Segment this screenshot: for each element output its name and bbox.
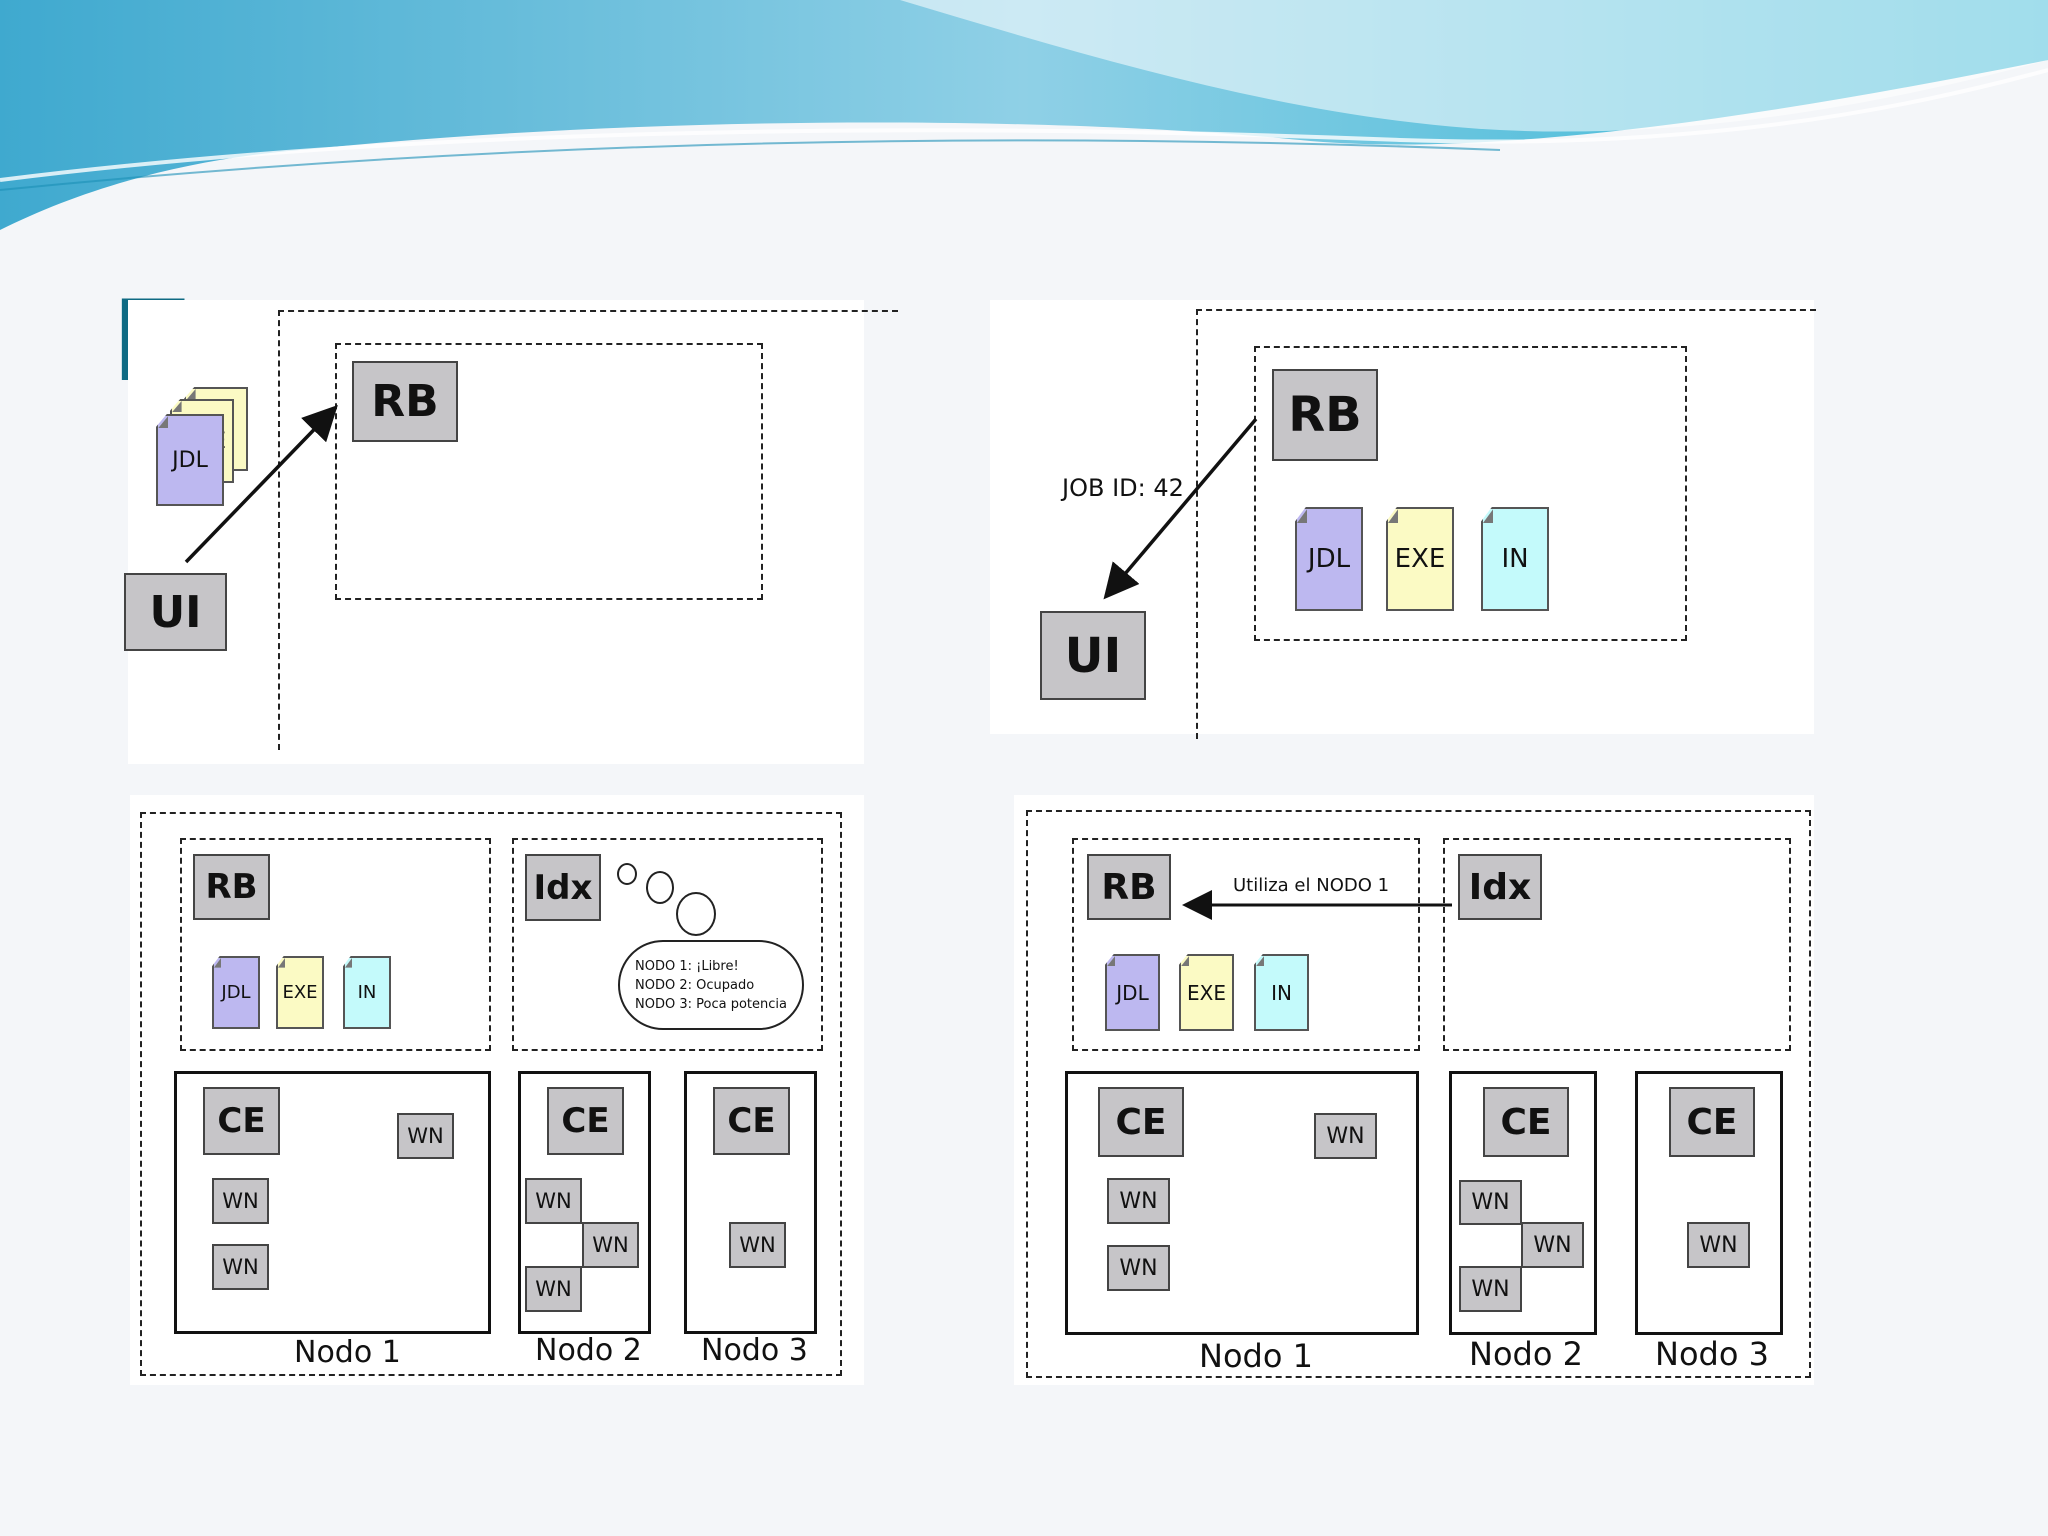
message-label: Utiliza el NODO 1 bbox=[1233, 875, 1390, 896]
idx-box: Idx bbox=[1458, 854, 1542, 920]
grid-boundary bbox=[1026, 810, 1811, 1378]
doc-jdl: JDL bbox=[1105, 954, 1160, 1031]
node-3-label: Nodo 3 bbox=[1655, 1335, 1769, 1373]
job-id-label: JOB ID: 42 bbox=[1062, 474, 1184, 502]
node-2-label: Nodo 2 bbox=[1469, 1335, 1583, 1373]
ce-box: CE bbox=[1098, 1087, 1184, 1157]
doc-exe: EXE bbox=[276, 956, 324, 1029]
doc-label: IN bbox=[1501, 544, 1529, 574]
doc-label: IN bbox=[1271, 980, 1292, 1005]
ce-box: CE bbox=[713, 1087, 790, 1155]
wn-box: WN bbox=[525, 1266, 582, 1312]
wn-box: WN bbox=[525, 1178, 582, 1224]
bubble-text: NODO 1: ¡Libre! NODO 2: Ocupado NODO 3: … bbox=[635, 957, 787, 1014]
node-1-label: Nodo 1 bbox=[294, 1335, 401, 1370]
rb-area bbox=[335, 343, 763, 600]
thought-dot bbox=[676, 892, 716, 936]
wn-box: WN bbox=[1459, 1266, 1522, 1312]
rb-box: RB bbox=[1272, 369, 1378, 461]
header-wave bbox=[0, 0, 2048, 230]
node-3-box bbox=[1635, 1071, 1783, 1335]
wn-box: WN bbox=[729, 1222, 786, 1268]
node-2-label: Nodo 2 bbox=[535, 1333, 642, 1368]
rb-box: RB bbox=[193, 854, 270, 920]
bubble-line: NODO 2: Ocupado bbox=[635, 978, 755, 993]
doc-label: EXE bbox=[1394, 544, 1446, 574]
idx-area bbox=[1443, 838, 1791, 1051]
idx-area bbox=[512, 838, 823, 1051]
ui-box: UI bbox=[124, 573, 227, 651]
bubble-line: NODO 3: Poca potencia bbox=[635, 997, 787, 1012]
ce-box: CE bbox=[203, 1087, 280, 1155]
wn-box: WN bbox=[1314, 1113, 1377, 1159]
node-1-label: Nodo 1 bbox=[1199, 1337, 1313, 1375]
node-2-box bbox=[518, 1071, 651, 1334]
node-1-box bbox=[1065, 1071, 1419, 1335]
doc-label: JDL bbox=[1307, 544, 1351, 574]
wn-box: WN bbox=[1459, 1180, 1522, 1225]
doc-jdl: JDL bbox=[1295, 507, 1363, 611]
doc-label: IN bbox=[357, 982, 377, 1003]
ui-box: UI bbox=[1040, 611, 1146, 700]
doc-label: JDL bbox=[221, 982, 251, 1003]
wn-box: WN bbox=[1687, 1222, 1750, 1268]
doc-label: EXE bbox=[282, 982, 318, 1003]
bubble-line: NODO 1: ¡Libre! bbox=[635, 959, 739, 974]
wn-box: WN bbox=[1521, 1222, 1584, 1268]
doc-in: IN bbox=[1254, 954, 1309, 1031]
rb-area bbox=[1072, 838, 1420, 1051]
grid-boundary bbox=[140, 812, 842, 1376]
doc-label: JDL bbox=[1116, 980, 1149, 1005]
doc-in: IN bbox=[1481, 507, 1549, 611]
wn-box: WN bbox=[212, 1244, 269, 1290]
wn-box: WN bbox=[1107, 1245, 1170, 1291]
rb-area bbox=[180, 838, 491, 1051]
ce-box: CE bbox=[1483, 1087, 1569, 1157]
wn-box: WN bbox=[397, 1113, 454, 1159]
wn-box: WN bbox=[1107, 1178, 1170, 1224]
wn-box: WN bbox=[582, 1222, 639, 1268]
node-2-box bbox=[1449, 1071, 1597, 1335]
rb-box: RB bbox=[352, 361, 458, 442]
node-3-box bbox=[684, 1071, 817, 1334]
doc-in: IN bbox=[343, 956, 391, 1029]
doc-jdl: JDL bbox=[156, 414, 224, 506]
ce-box: CE bbox=[547, 1087, 624, 1155]
doc-jdl-label: JDL bbox=[172, 447, 208, 473]
wn-box: WN bbox=[212, 1178, 269, 1224]
rb-box: RB bbox=[1087, 854, 1171, 920]
thought-bubble bbox=[618, 940, 804, 1030]
idx-box: Idx bbox=[525, 854, 601, 921]
doc-jdl: JDL bbox=[212, 956, 260, 1029]
doc-exe: EXE bbox=[1386, 507, 1454, 611]
thought-dot bbox=[646, 871, 674, 904]
doc-exe: EXE bbox=[1179, 954, 1234, 1031]
doc-label: EXE bbox=[1187, 980, 1226, 1005]
thought-dot bbox=[617, 863, 637, 885]
node-1-box bbox=[174, 1071, 491, 1334]
ce-box: CE bbox=[1669, 1087, 1755, 1157]
node-3-label: Nodo 3 bbox=[701, 1333, 808, 1368]
